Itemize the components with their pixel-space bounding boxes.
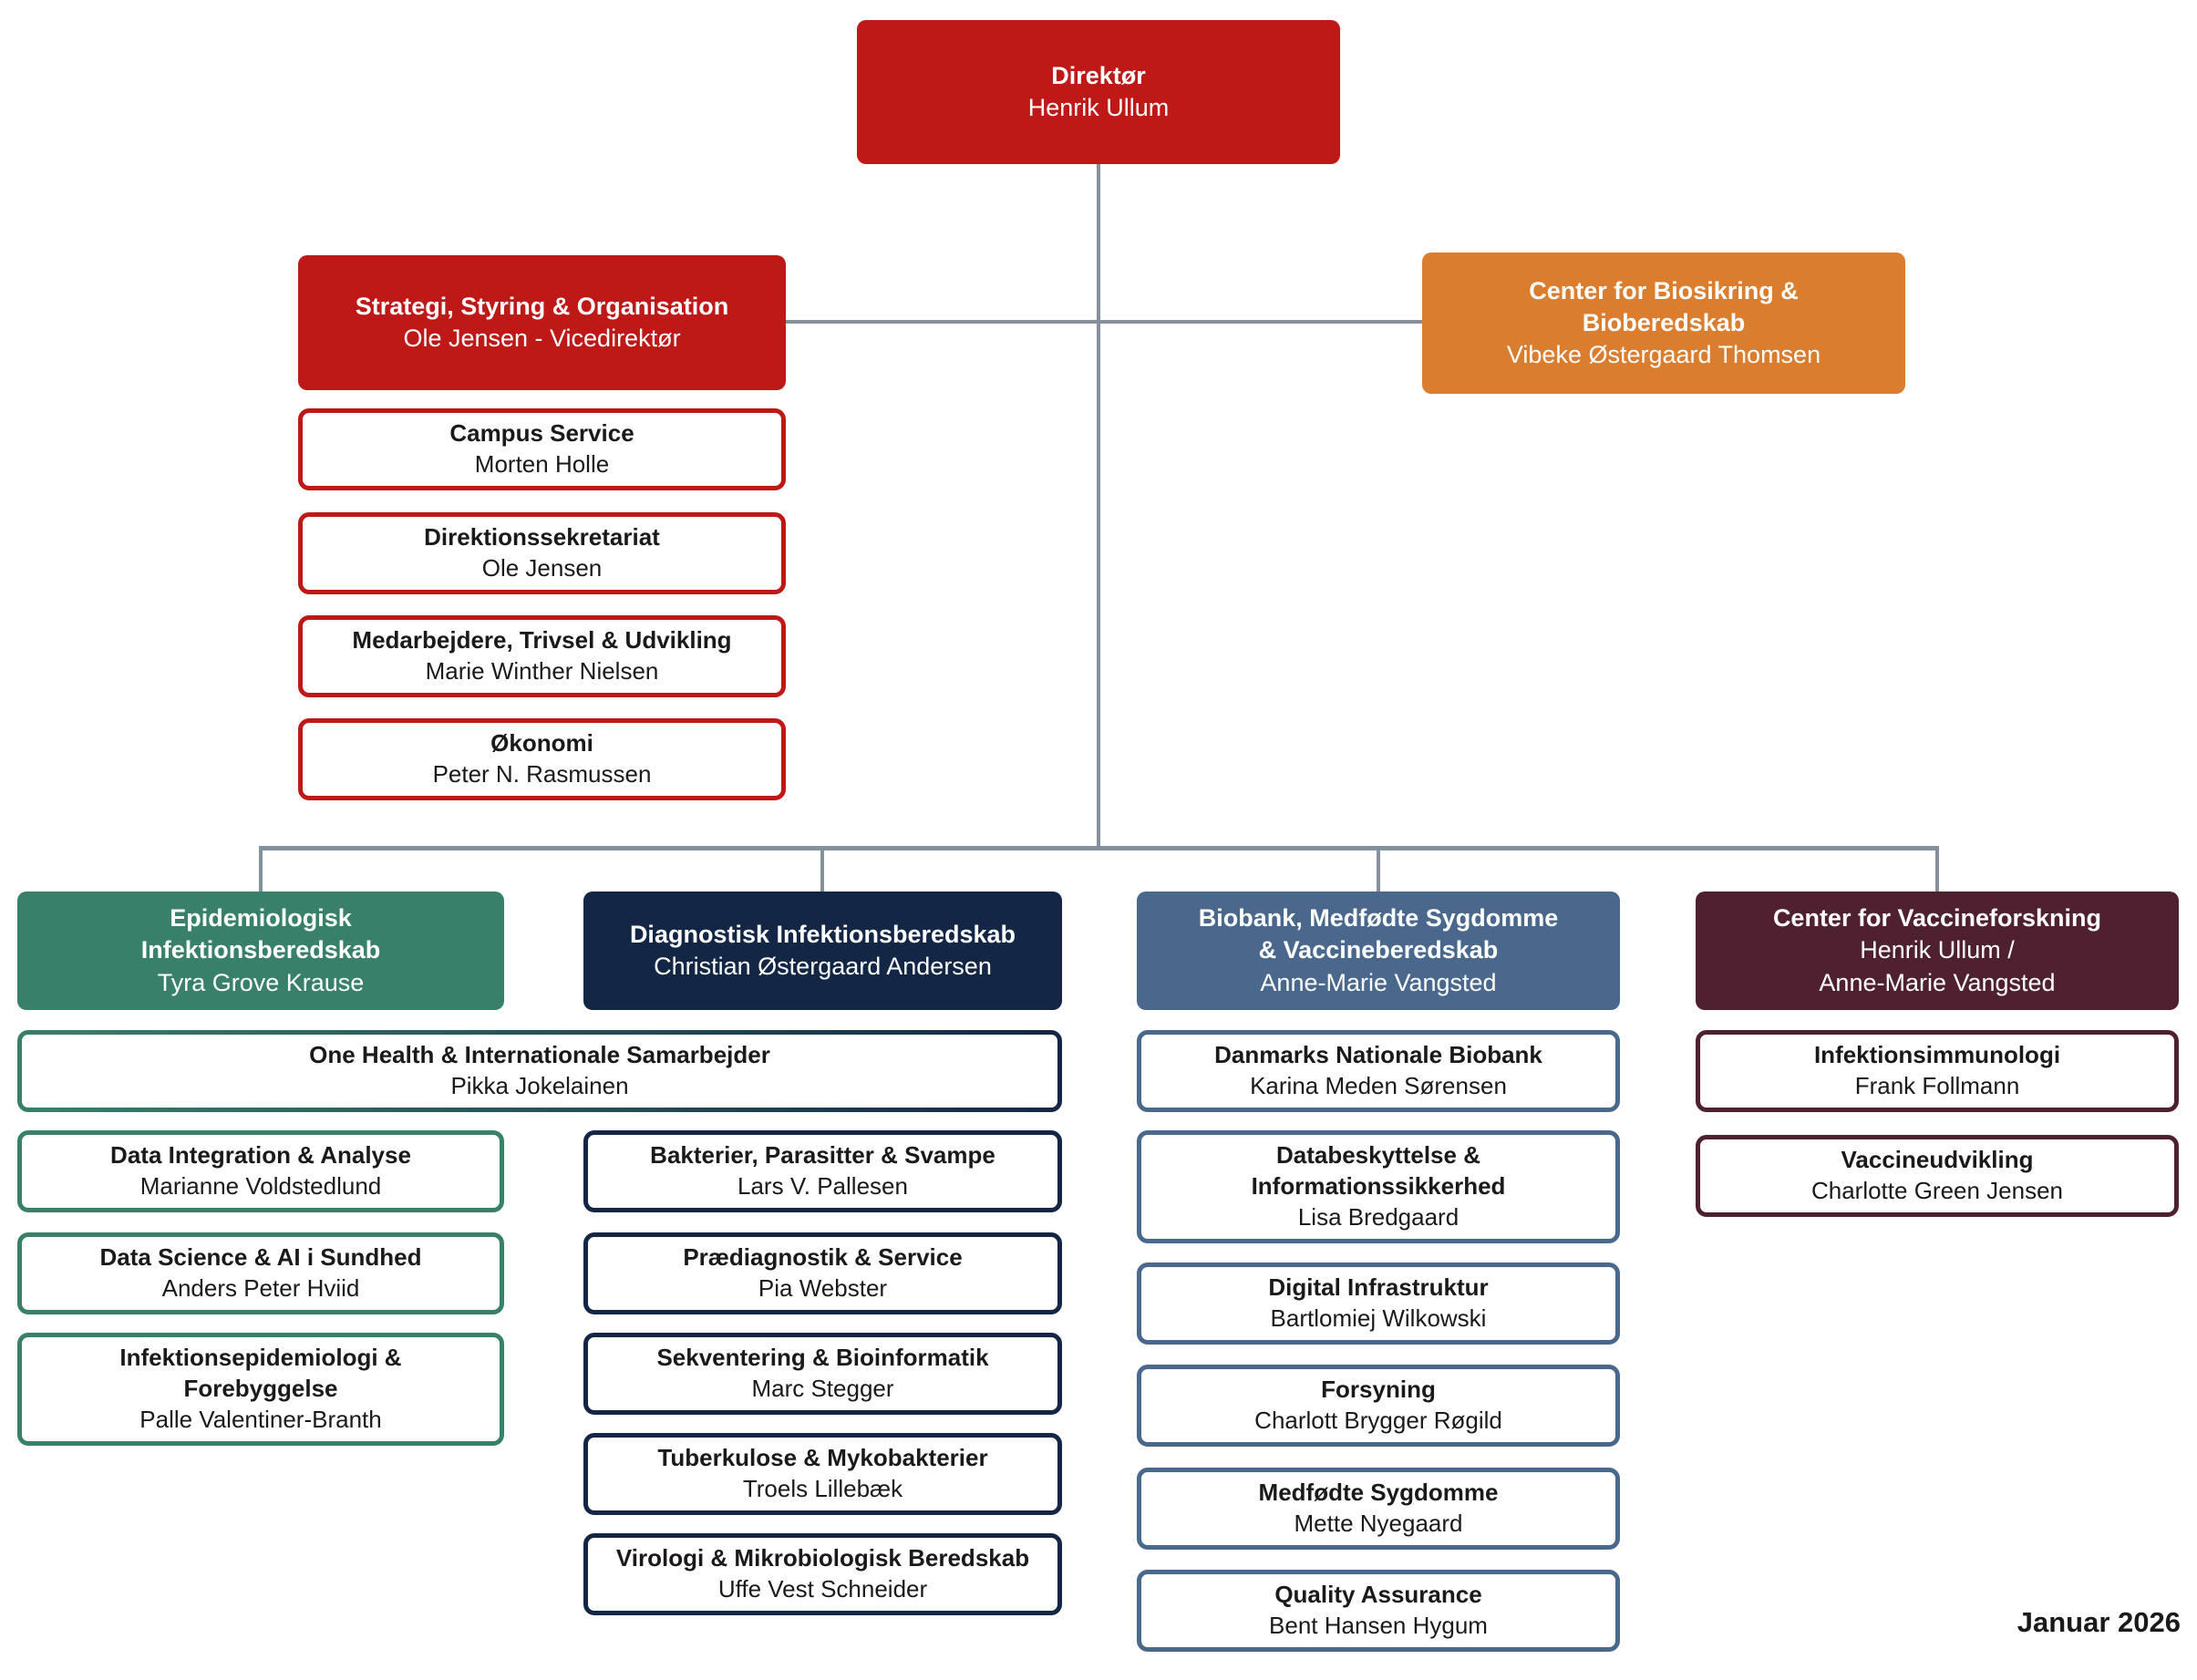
unit-box-praediagnostik-service: Prædiagnostik & Service Pia Webster (583, 1232, 1062, 1314)
unit-manager-name: Charlotte Green Jensen (1810, 1177, 2064, 1204)
unit-manager-name: Palle Valentiner-Branth (139, 1405, 382, 1433)
unit-manager-name: Pikka Jokelainen (450, 1072, 629, 1099)
unit-title: Sekventering & Bioinformatik (656, 1344, 989, 1372)
director-box: Direktør Henrik Ullum (857, 20, 1340, 164)
unit-box-direktionssekretariat: Direktionssekretariat Ole Jensen (298, 512, 786, 594)
unit-box-data-science-ai-i-sundhed: Data Science & AI i Sundhed Anders Peter… (17, 1232, 504, 1314)
connector-director-vertical (1097, 164, 1100, 850)
connector-divisions-horizontal (259, 846, 1939, 850)
strategy-header-box: Strategi, Styring & Organisation Ole Jen… (298, 255, 786, 390)
unit-title: Bakterier, Parasitter & Svampe (650, 1141, 995, 1170)
unit-title: Data Integration & Analyse (110, 1141, 411, 1170)
unit-title: Digital Infrastruktur (1268, 1273, 1489, 1302)
unit-title: Quality Assurance (1274, 1581, 1482, 1609)
biosecurity-center-box: Center for Biosikring & Bioberedskab Vib… (1422, 253, 1905, 394)
director-name: Henrik Ullum (1027, 94, 1170, 121)
cross-unit-box-one-health: One Health & Internationale Samarbejder … (17, 1030, 1062, 1112)
unit-manager-name: Marianne Voldstedlund (139, 1172, 382, 1200)
unit-manager-name: Anders Peter Hviid (161, 1274, 360, 1302)
unit-manager-name: Ole Jensen (481, 554, 603, 582)
unit-box-databeskyttelse-informationssikkerhed: Databeskyttelse & Informationssikkerhed … (1137, 1130, 1620, 1243)
unit-box-medfodte-sygdomme: Medfødte Sygdomme Mette Nyegaard (1137, 1468, 1620, 1550)
unit-manager-name: Troels Lillebæk (742, 1475, 903, 1502)
unit-box-sekventering-bioinformatik: Sekventering & Bioinformatik Marc Stegge… (583, 1333, 1062, 1415)
connector-division-stub (1377, 846, 1380, 892)
division-manager-name: Anne-Marie Vangsted (1260, 968, 1497, 996)
connector-division-stub (259, 846, 263, 892)
unit-title: Medarbejdere, Trivsel & Udvikling (352, 626, 732, 654)
unit-manager-name: Lars V. Pallesen (737, 1172, 908, 1200)
unit-manager-name: Bartlomiej Wilkowski (1270, 1304, 1487, 1332)
unit-box-virologi-mikrobiologisk-beredskab: Virologi & Mikrobiologisk Beredskab Uffe… (583, 1533, 1062, 1615)
division-header-epidemiologisk-infektionsberedskab: Epidemiologisk Infektionsberedskab Tyra … (17, 892, 504, 1010)
unit-box-digital-infrastruktur: Digital Infrastruktur Bartlomiej Wilkows… (1137, 1263, 1620, 1345)
unit-manager-name: Uffe Vest Schneider (717, 1575, 928, 1603)
unit-box-okonomi: Økonomi Peter N. Rasmussen (298, 718, 786, 800)
director-title: Direktør (1051, 61, 1146, 89)
unit-box-infektionsepidemiologi-forebyggelse: Infektionsepidemiologi & Forebyggelse Pa… (17, 1333, 504, 1446)
division-title: Epidemiologisk Infektionsberedskab (140, 904, 381, 964)
unit-box-data-integration-analyse: Data Integration & Analyse Marianne Vold… (17, 1130, 504, 1212)
connector-division-stub (820, 846, 824, 892)
unit-manager-name: Frank Follmann (1854, 1072, 2020, 1099)
unit-title: Data Science & AI i Sundhed (99, 1243, 422, 1272)
date-label: Januar 2026 (2016, 1606, 2181, 1638)
unit-title: Tuberkulose & Mykobakterier (657, 1444, 988, 1472)
division-manager-name: Tyra Grove Krause (157, 968, 365, 996)
unit-title: Infektionsimmunologi (1813, 1041, 2061, 1069)
unit-manager-name: Marc Stegger (751, 1375, 894, 1402)
unit-manager-name: Morten Holle (474, 450, 610, 478)
connector-upper-horizontal (784, 320, 1424, 324)
unit-title: Infektionsepidemiologi & Forebyggelse (119, 1344, 402, 1403)
unit-title: Økonomi (490, 729, 593, 758)
connector-division-stub (1935, 846, 1939, 892)
unit-title: Forsyning (1321, 1376, 1436, 1404)
division-header-center-for-vaccineforskning: Center for Vaccineforskning Henrik Ullum… (1696, 892, 2179, 1010)
unit-box-danmarks-nationale-biobank: Danmarks Nationale Biobank Karina Meden … (1137, 1030, 1620, 1112)
unit-box-campus-service: Campus Service Morten Holle (298, 408, 786, 490)
unit-title: One Health & Internationale Samarbejder (309, 1041, 770, 1069)
unit-manager-name: Pia Webster (758, 1274, 888, 1302)
strategy-manager-name: Ole Jensen - Vicedirektør (403, 325, 681, 352)
unit-manager-name: Mette Nyegaard (1294, 1510, 1463, 1537)
unit-box-vaccineudvikling: Vaccineudvikling Charlotte Green Jensen (1696, 1135, 2179, 1217)
division-manager-name: Henrik Ullum / Anne-Marie Vangsted (1819, 936, 2056, 996)
unit-title: Medfødte Sygdomme (1258, 1479, 1499, 1507)
unit-box-medarbejdere-trivsel-udvikling: Medarbejdere, Trivsel & Udvikling Marie … (298, 615, 786, 697)
unit-manager-name: Lisa Bredgaard (1297, 1202, 1460, 1231)
unit-box-quality-assurance: Quality Assurance Bent Hansen Hygum (1137, 1570, 1620, 1652)
unit-title: Databeskyttelse & Informationssikkerhed (1251, 1141, 1506, 1201)
strategy-title: Strategi, Styring & Organisation (355, 292, 729, 320)
unit-box-infektionsimmunologi: Infektionsimmunologi Frank Follmann (1696, 1030, 2179, 1112)
unit-manager-name: Karina Meden Sørensen (1250, 1072, 1507, 1099)
unit-manager-name: Charlott Brygger Røgild (1254, 1407, 1502, 1434)
unit-manager-name: Marie Winther Nielsen (425, 657, 659, 685)
division-header-biobank-medfodte-sygdomme-vaccineberedskab: Biobank, Medfødte Sygdomme & Vaccinebere… (1137, 892, 1620, 1010)
division-title: Diagnostisk Infektionsberedskab (629, 920, 1016, 948)
unit-box-forsyning: Forsyning Charlott Brygger Røgild (1137, 1365, 1620, 1447)
division-title: Center for Vaccineforskning (1772, 904, 2102, 933)
unit-box-bakterier-parasitter-svampe: Bakterier, Parasitter & Svampe Lars V. P… (583, 1130, 1062, 1212)
unit-title: Danmarks Nationale Biobank (1214, 1041, 1542, 1069)
unit-title: Vaccineudvikling (1841, 1146, 2034, 1174)
unit-box-tuberkulose-mykobakterier: Tuberkulose & Mykobakterier Troels Lille… (583, 1433, 1062, 1515)
unit-manager-name: Bent Hansen Hygum (1269, 1612, 1488, 1639)
division-manager-name: Christian Østergaard Andersen (654, 953, 992, 980)
unit-title: Campus Service (449, 419, 634, 448)
unit-title: Virologi & Mikrobiologisk Beredskab (615, 1544, 1030, 1572)
division-header-diagnostisk-infektionsberedskab: Diagnostisk Infektionsberedskab Christia… (583, 892, 1062, 1010)
biosecurity-center-manager-name: Vibeke Østergaard Thomsen (1506, 341, 1821, 369)
unit-manager-name: Peter N. Rasmussen (432, 760, 652, 788)
division-title: Biobank, Medfødte Sygdomme & Vaccinebere… (1198, 904, 1559, 964)
biosecurity-center-title: Center for Biosikring & Bioberedskab (1529, 276, 1799, 336)
unit-title: Direktionssekretariat (424, 523, 660, 551)
unit-title: Prædiagnostik & Service (683, 1243, 963, 1272)
